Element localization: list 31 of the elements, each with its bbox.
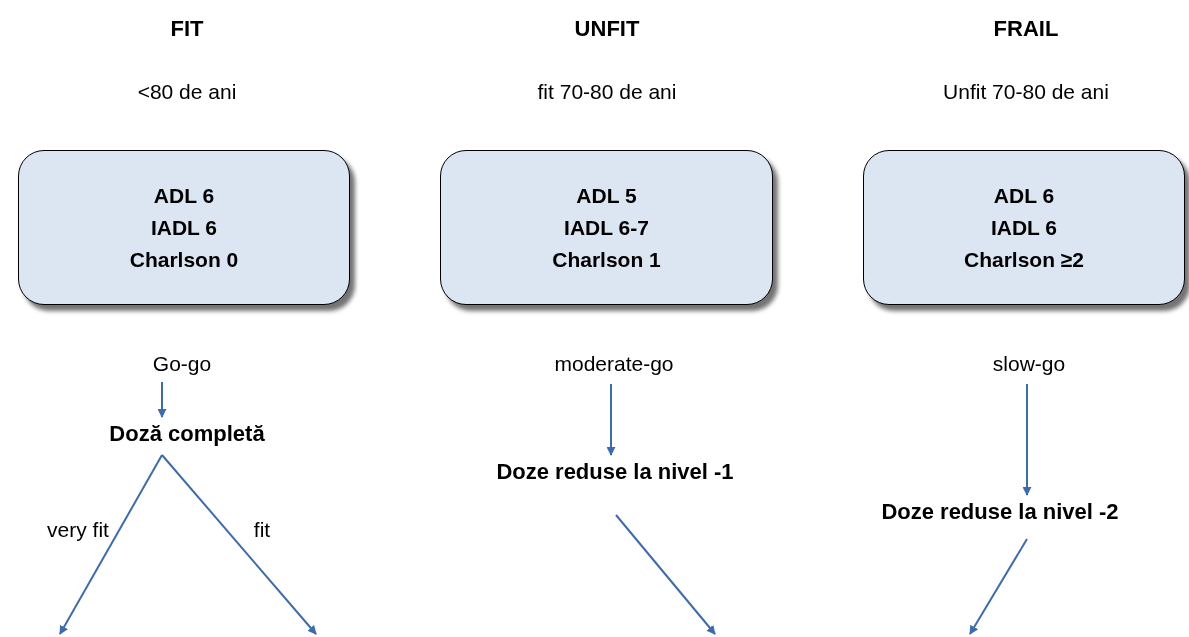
category-label: moderate-go <box>554 352 674 376</box>
criteria-card <box>18 150 350 305</box>
arrow <box>606 383 616 456</box>
criteria-text: IADL 6 <box>990 215 1058 240</box>
criteria-text: ADL 5 <box>576 183 637 208</box>
column-heading: UNFIT <box>574 16 640 42</box>
category-label: slow-go <box>992 352 1066 376</box>
criteria-text: Charlson 0 <box>129 247 239 272</box>
age-label: Unfit 70-80 de ani <box>943 80 1109 104</box>
arrow <box>157 381 167 418</box>
arrow <box>59 454 163 635</box>
criteria-text: IADL 6-7 <box>564 215 649 240</box>
criteria-text: ADL 6 <box>153 183 215 208</box>
criteria-card <box>440 150 773 305</box>
dose-label: Doze reduse la nivel -2 <box>881 499 1119 525</box>
age-label: fit 70-80 de ani <box>537 80 677 104</box>
arrow <box>615 514 716 635</box>
criteria-text: ADL 6 <box>993 183 1055 208</box>
dose-label: Doze reduse la nivel -1 <box>496 459 734 485</box>
criteria-card <box>863 150 1185 305</box>
criteria-text: IADL 6 <box>150 215 218 240</box>
criteria-text: Charlson 1 <box>552 247 661 272</box>
arrow <box>1022 383 1032 496</box>
category-label: Go-go <box>152 352 212 376</box>
column-heading: FRAIL <box>993 16 1059 42</box>
column-heading: FIT <box>170 16 204 42</box>
criteria-text: Charlson ≥2 <box>963 247 1085 272</box>
arrow <box>969 538 1028 635</box>
arrow <box>161 454 317 635</box>
age-label: <80 de ani <box>137 80 237 104</box>
dose-label: Doză completă <box>109 421 265 447</box>
